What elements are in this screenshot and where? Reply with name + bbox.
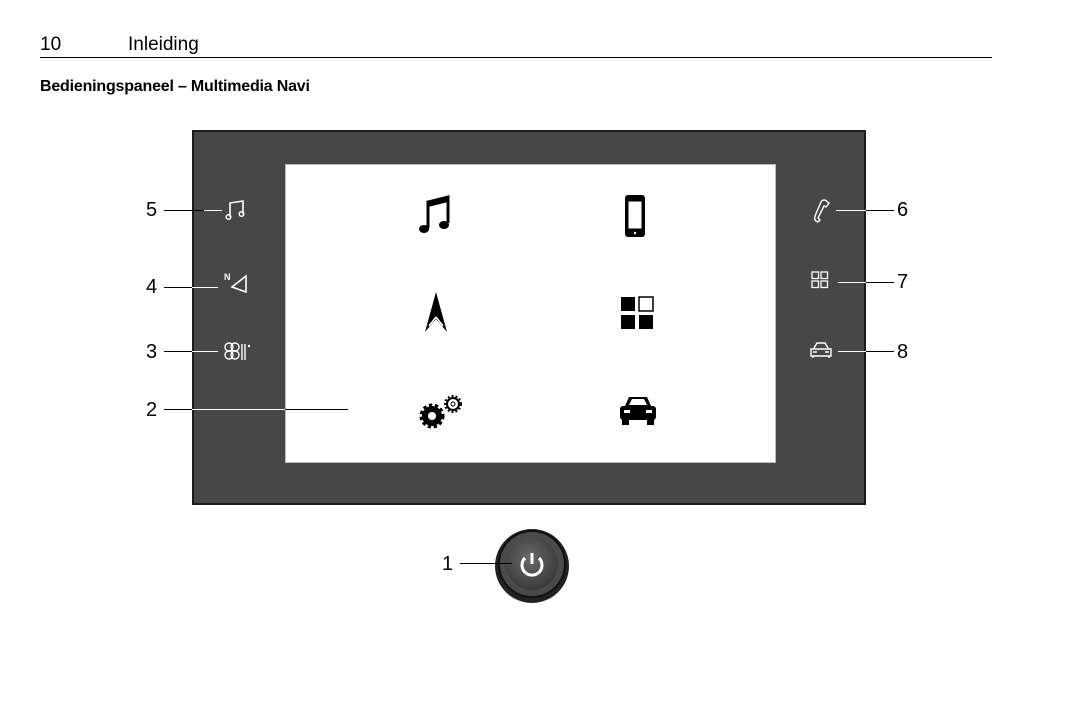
vehicle-icon[interactable] — [618, 394, 658, 426]
callout-5: 5 — [146, 199, 158, 221]
music-note-icon[interactable] — [224, 198, 248, 222]
callout-line-5b — [204, 210, 222, 211]
callout-line-6b — [836, 210, 866, 211]
svg-text:N: N — [224, 272, 231, 282]
callout-8: 8 — [897, 341, 909, 363]
callout-4: 4 — [146, 276, 158, 298]
settings-gears-icon[interactable] — [418, 393, 466, 433]
power-icon — [520, 553, 544, 577]
callout-1: 1 — [442, 553, 454, 575]
navigation-icon[interactable]: N — [222, 270, 250, 298]
header-rule — [40, 57, 992, 58]
phone-icon[interactable] — [812, 198, 832, 224]
chapter-title: Inleiding — [128, 34, 199, 55]
callout-7: 7 — [897, 271, 909, 293]
apps-icon[interactable] — [620, 296, 654, 330]
callout-6: 6 — [897, 199, 909, 221]
callout-line-6 — [866, 210, 894, 211]
climate-fan-icon[interactable] — [222, 340, 252, 364]
smartphone-icon[interactable] — [624, 194, 646, 238]
apps-grid-icon[interactable] — [811, 271, 829, 289]
callout-line-3b — [192, 351, 218, 352]
callout-line-8b — [838, 351, 866, 352]
callout-line-5 — [164, 210, 204, 211]
callout-3: 3 — [146, 341, 158, 363]
callout-line-3 — [164, 351, 192, 352]
callout-line-4 — [164, 287, 192, 288]
navigation-arrow-icon[interactable] — [422, 291, 450, 335]
callout-line-7b — [838, 282, 866, 283]
car-icon[interactable] — [810, 341, 832, 359]
music-icon[interactable] — [418, 194, 452, 236]
callout-2: 2 — [146, 399, 158, 421]
page-number: 10 — [40, 34, 62, 55]
callout-line-1 — [460, 563, 512, 564]
callout-line-7 — [866, 282, 894, 283]
callout-line-4b — [192, 287, 218, 288]
touchscreen — [285, 164, 776, 463]
callout-line-8 — [866, 351, 894, 352]
section-title: Bedieningspaneel – Multimedia Navi — [40, 78, 310, 95]
power-button[interactable] — [494, 527, 570, 605]
callout-line-2b — [192, 409, 285, 410]
